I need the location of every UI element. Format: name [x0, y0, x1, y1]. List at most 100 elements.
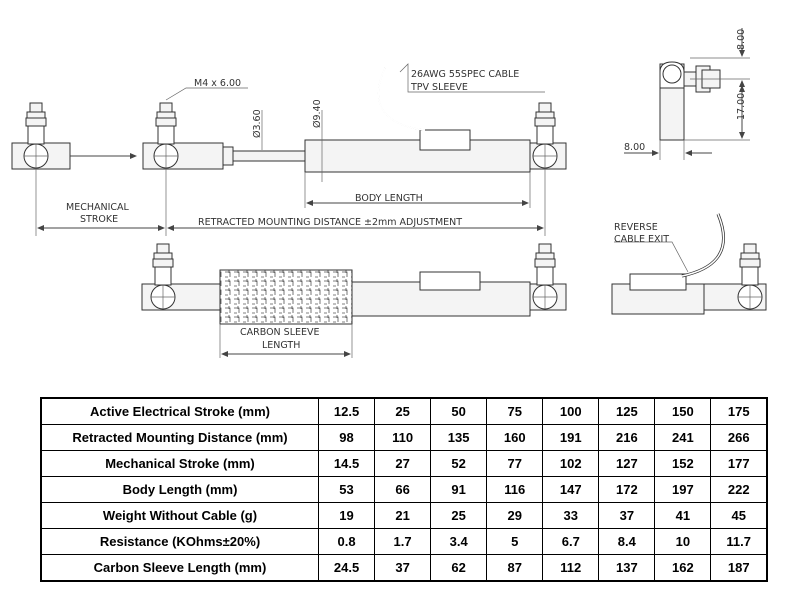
table-cell: 24.5 [317, 554, 376, 582]
table-cell: 127 [598, 450, 656, 477]
cable-leader [399, 63, 545, 93]
rod-end-right [529, 102, 567, 170]
retracted-label: RETRACTED MOUNTING DISTANCE ±2mm ADJUSTM… [198, 217, 462, 228]
thread-label: M4 x 6.00 [194, 78, 241, 89]
rod-diameter-label: Ø3.60 [252, 109, 263, 138]
technical-drawing: M4 x 6.00 Ø3.60 Ø9.40 26AWG 55SPEC CABLE… [11, 28, 767, 358]
mech-stroke-label-line2: STROKE [80, 214, 118, 225]
table-cell: 62 [430, 554, 488, 582]
table-cell: 91 [430, 476, 488, 503]
rod-end-retracted [142, 102, 234, 170]
table-cell: 137 [598, 554, 656, 582]
table-cell: 1.7 [374, 528, 432, 555]
table-cell: 52 [430, 450, 488, 477]
body-diameter-label: Ø9.40 [312, 99, 323, 128]
table-cell: 147 [542, 476, 600, 503]
table-cell: 50 [430, 397, 488, 425]
table-cell: 172 [598, 476, 656, 503]
table-cell: 110 [374, 424, 432, 451]
table-cell: 175 [710, 397, 768, 425]
rod-end-sleeve-right [529, 243, 567, 311]
row-label: Retracted Mounting Distance (mm) [40, 424, 319, 451]
table-cell: 241 [654, 424, 712, 451]
table-cell: 100 [542, 397, 600, 425]
table-cell: 25 [374, 397, 432, 425]
end-view: 8.00 17.00 8.00 [624, 28, 750, 160]
table-cell: 102 [542, 450, 600, 477]
table-cell: 266 [710, 424, 768, 451]
table-cell: 14.5 [317, 450, 376, 477]
table-cell: 10 [654, 528, 712, 555]
reverse-label-line1: REVERSE [614, 222, 658, 233]
table-cell: 222 [710, 476, 768, 503]
carbon-label-line1: CARBON SLEEVE [240, 327, 320, 338]
row-label: Active Electrical Stroke (mm) [40, 397, 319, 425]
row-label: Resistance (KOhms±20%) [40, 528, 319, 555]
table-cell: 33 [542, 502, 600, 529]
reverse-label-line2: CABLE EXIT [614, 234, 669, 245]
body-length-label: BODY LENGTH [355, 193, 423, 204]
row-label: Carbon Sleeve Length (mm) [40, 554, 319, 582]
table-cell: 41 [654, 502, 712, 529]
carbon-sleeve-hatch [219, 269, 353, 325]
table-cell: 152 [654, 450, 712, 477]
table-cell: 87 [486, 554, 544, 582]
table-cell: 112 [542, 554, 600, 582]
reverse-cable-view: REVERSE CABLE EXIT [611, 213, 767, 315]
table-cell: 53 [317, 476, 376, 503]
table-cell: 21 [374, 502, 432, 529]
table-cell: 98 [317, 424, 376, 451]
actuator-rod [232, 150, 306, 162]
row-label: Weight Without Cable (g) [40, 502, 319, 529]
table-cell: 160 [486, 424, 544, 451]
carbon-label-line2: LENGTH [262, 340, 300, 351]
table-cell: 45 [710, 502, 768, 529]
table-cell: 27 [374, 450, 432, 477]
table-cell: 150 [654, 397, 712, 425]
table-cell: 75 [486, 397, 544, 425]
cable-label-line1: 26AWG 55SPEC CABLE [411, 69, 519, 80]
table-cell: 0.8 [317, 528, 376, 555]
table-cell: 37 [598, 502, 656, 529]
table-cell: 25 [430, 502, 488, 529]
mech-stroke-label-line1: MECHANICAL [66, 202, 130, 213]
table-cell: 77 [486, 450, 544, 477]
rod-end-sleeve-left [141, 243, 221, 311]
table-cell: 37 [374, 554, 432, 582]
table-cell: 191 [542, 424, 600, 451]
row-label: Mechanical Stroke (mm) [40, 450, 319, 477]
table-cell: 197 [654, 476, 712, 503]
table-cell: 3.4 [430, 528, 488, 555]
table-cell: 187 [710, 554, 768, 582]
main-side-view: M4 x 6.00 Ø3.60 Ø9.40 26AWG 55SPEC CABLE… [11, 63, 567, 236]
cable-label-line2: TPV SLEEVE [410, 82, 468, 93]
actuator-body [304, 67, 531, 173]
table-cell: 216 [598, 424, 656, 451]
table-cell: 125 [598, 397, 656, 425]
thread-leader [165, 87, 248, 101]
dim-8-top-label: 8.00 [736, 29, 747, 50]
dim-17-label: 17.00 [736, 93, 747, 120]
table-cell: 5 [486, 528, 544, 555]
table-cell: 12.5 [317, 397, 376, 425]
table-cell: 11.7 [710, 528, 768, 555]
table-cell: 19 [317, 502, 376, 529]
table-cell: 162 [654, 554, 712, 582]
table-cell: 6.7 [542, 528, 600, 555]
table-cell: 29 [486, 502, 544, 529]
table-cell: 66 [374, 476, 432, 503]
table-cell: 8.4 [598, 528, 656, 555]
row-label: Body Length (mm) [40, 476, 319, 503]
rod-end-left [11, 102, 71, 170]
table-cell: 135 [430, 424, 488, 451]
dim-8-left-label: 8.00 [624, 142, 645, 153]
carbon-sleeve-view: CARBON SLEEVE LENGTH [141, 243, 567, 358]
